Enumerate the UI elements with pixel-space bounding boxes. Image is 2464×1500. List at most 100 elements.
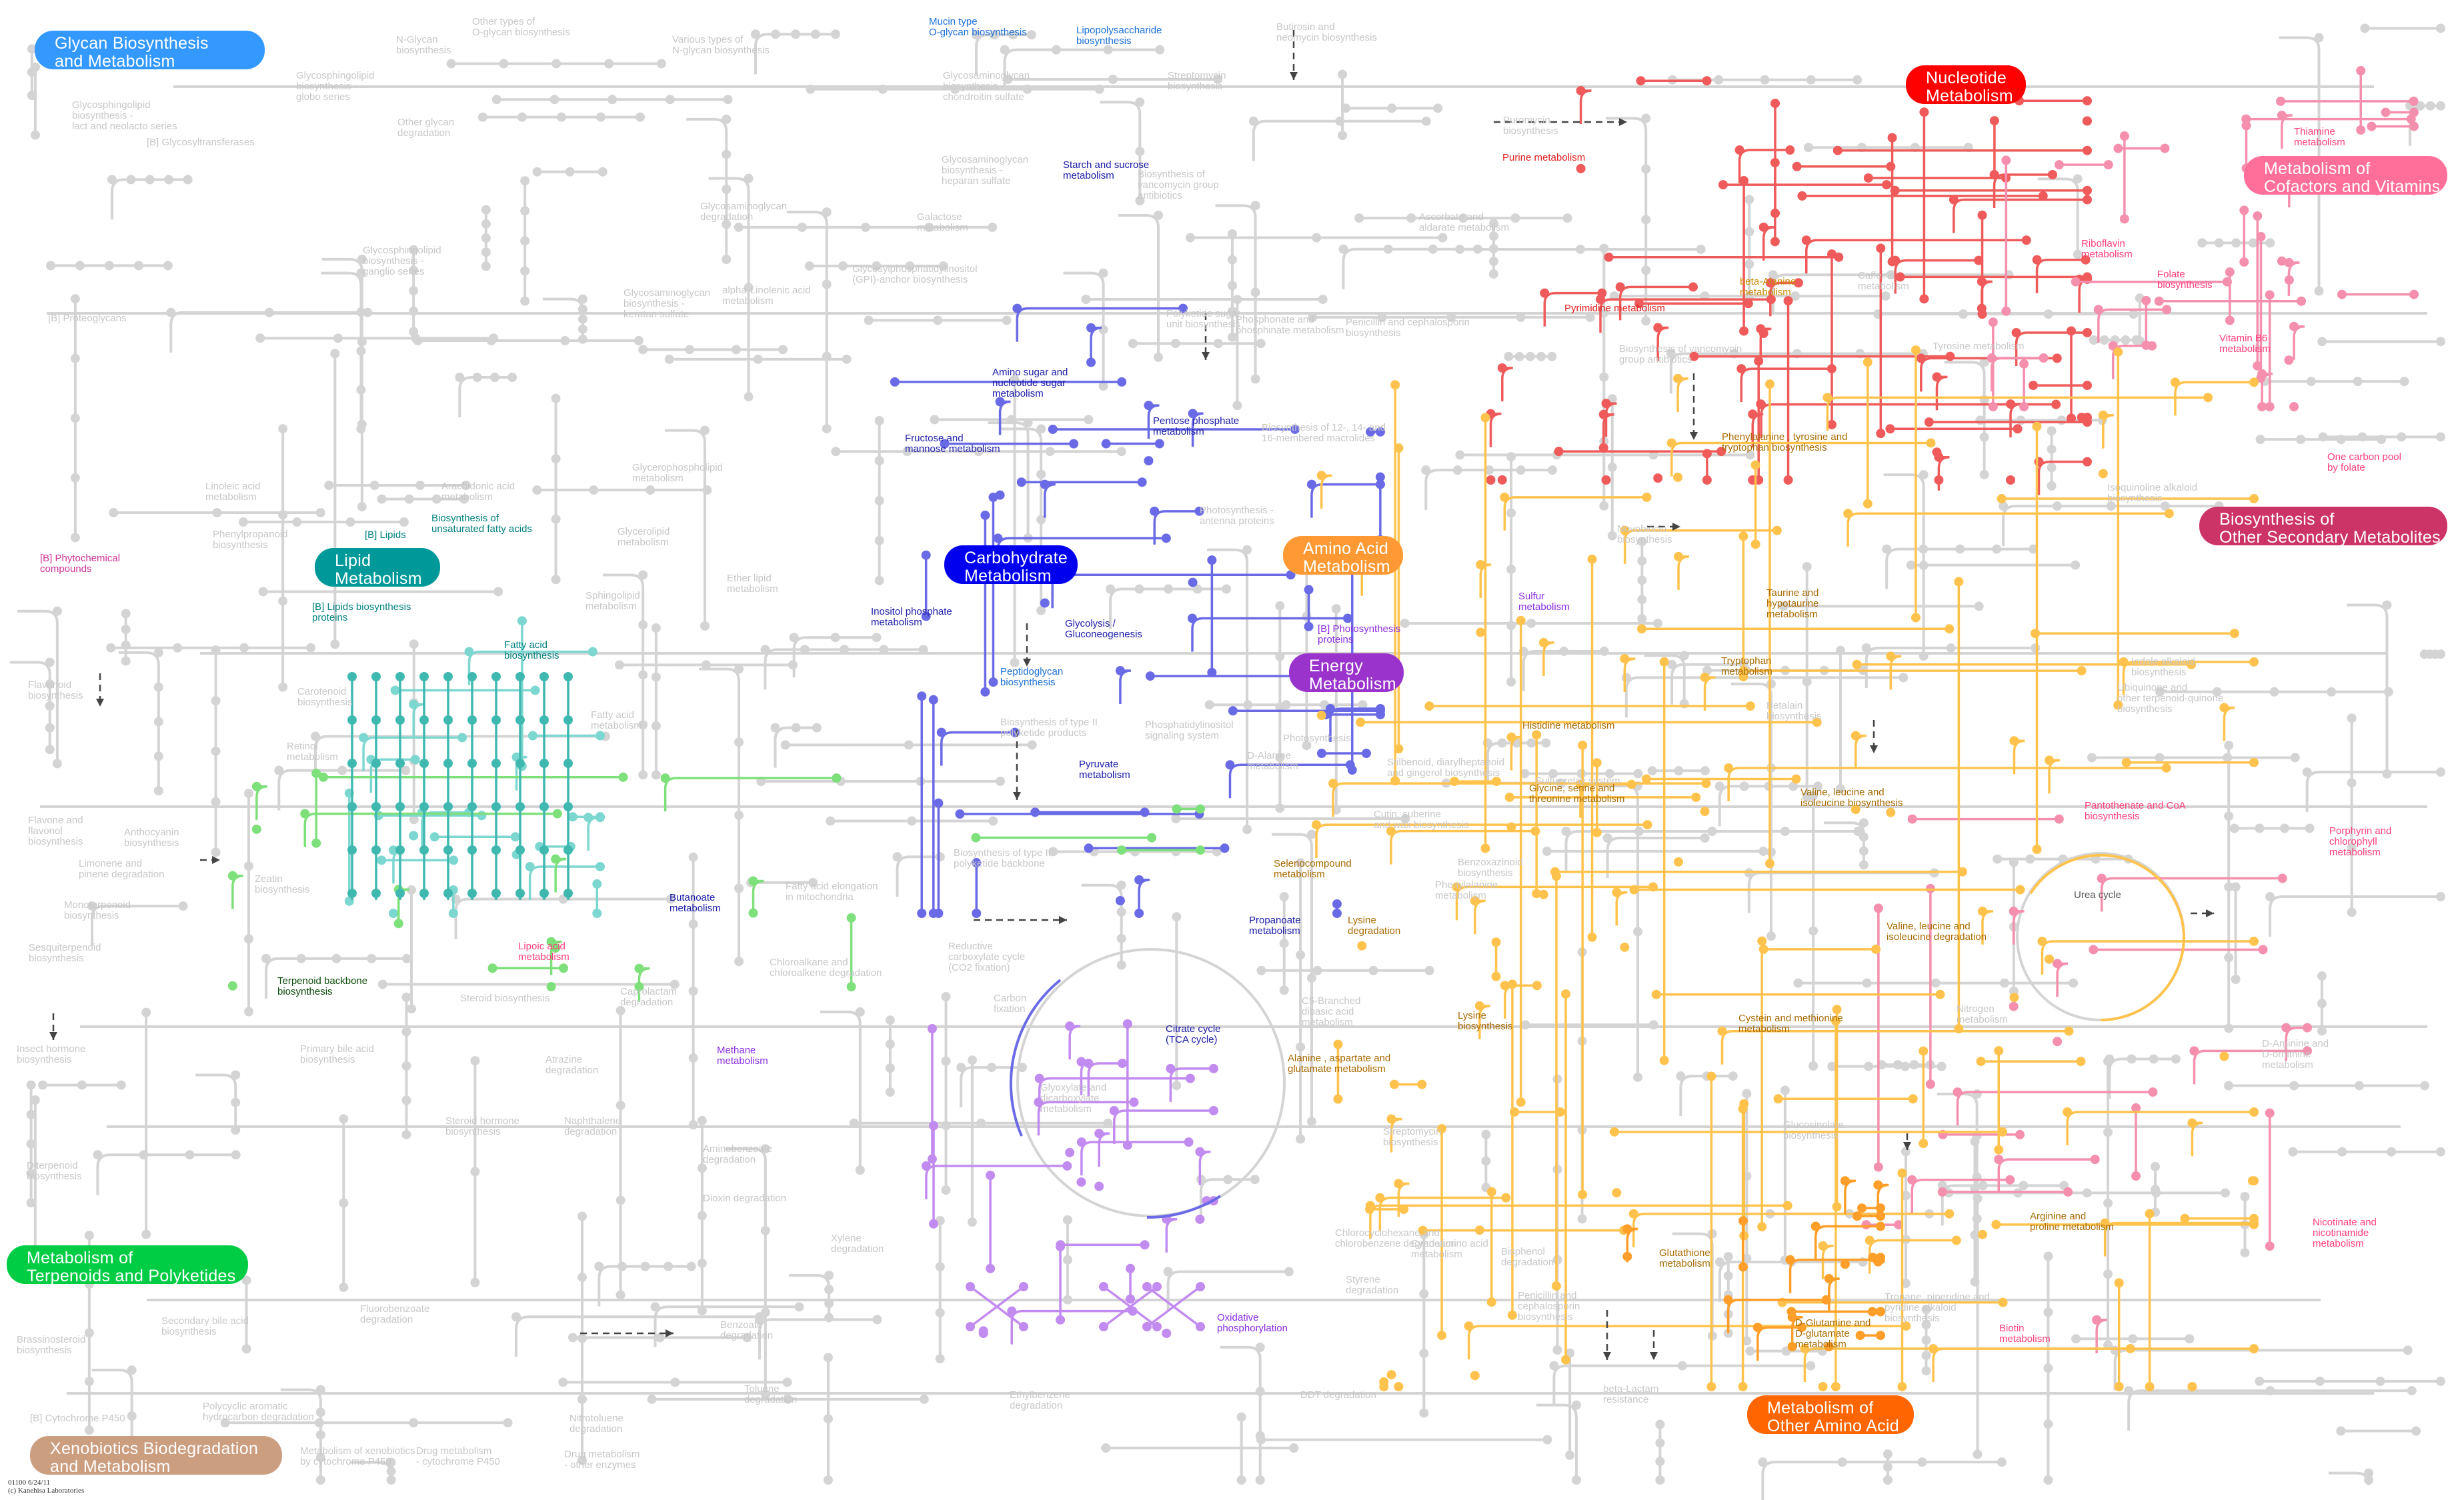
pathway-label-gray[interactable]: Biosynthesis of type II polyketide produ… [1000,717,1098,739]
pathway-label-gray[interactable]: Atrazine degradation [545,1054,599,1076]
pathway-label-gray[interactable]: Fluorobenzoate degradation [360,1303,430,1325]
pathway-label-gray[interactable]: Nitrotoluene degradation [569,1413,624,1435]
pathway-o-glycan[interactable]: Mucin type O-glycan biosynthesis [929,16,1027,38]
pathway-folate[interactable]: Folate biosynthesis [2157,269,2213,291]
pathway-lysine-deg[interactable]: Lysine degradation [1348,915,1401,937]
pathway-oxphos[interactable]: Oxidative phosphorylation [1217,1312,1288,1334]
category-cofactors-vitamins[interactable]: Metabolism of Cofactors and Vitamins [2244,156,2447,196]
category-secondary-metabolites[interactable]: Biosynthesis of Other Secondary Metaboli… [2199,507,2447,547]
pathway-thiamine[interactable]: Thiamine metabolism [2294,126,2345,148]
pathway-label-gray[interactable]: Glycosphingolipid biosynthesis - ganglio… [363,245,441,277]
category-energy[interactable]: Energy Metabolism [1289,653,1404,693]
pathway-amino-sugar[interactable]: Amino sugar and nucleotide sugar metabol… [992,367,1068,399]
pathway-inositol[interactable]: Inositol phosphate metabolism [871,606,952,628]
pathway-tryptophan[interactable]: Tryptophan metabolism [1721,655,1772,677]
pathway-biotin[interactable]: Biotin metabolism [1999,1323,2051,1345]
pathway-label-gray[interactable]: [B] Glycosyltransferases [147,137,255,148]
pathway-label-gray[interactable]: Glycosphingolipid biosynthesis - globo s… [296,70,375,103]
pathway-taurine[interactable]: Taurine and hypotaurine metabolism [1766,587,1819,620]
pathway-histidine[interactable]: Histidine metabolism [1522,720,1615,731]
pathway-label-gray[interactable]: Cyanoamino acid metabolism [1411,1238,1488,1260]
pathway-label-gray[interactable]: Glycerophospholipid metabolism [632,462,723,484]
pathway-urea[interactable]: Urea cycle [2074,889,2121,901]
pathway-label-gray[interactable]: Glycosaminoglycan biosynthesis - keratan… [624,287,711,320]
pathway-label-gray[interactable]: Biosynthesis of vancomycin group antibio… [1619,343,1742,365]
pathway-label-gray[interactable]: D-Alanine metabolism [1247,750,1298,772]
category-nucleotide[interactable]: Nucleotide Metabolism [1906,65,2026,105]
pathway-label-gray[interactable]: Betalain biosynthesis [1766,700,1822,722]
pathway-label-gray[interactable]: Streptomycin biosynthesis [1383,1126,1442,1148]
category-xenobiotics[interactable]: Xenobiotics Biodegradation and Metabolis… [30,1436,282,1476]
pathway-purine[interactable]: Purine metabolism [1502,152,1586,163]
pathway-label-gray[interactable]: Caffeine metabolism [1858,270,1909,292]
pathway-label-gray[interactable]: Insect hormone biosynthesis [17,1043,86,1065]
pathway-label-gray[interactable]: Flavonoid biosynthesis [28,679,83,701]
pathway-label-gray[interactable]: Ascorbate and aldarate metabolism [1419,211,1510,233]
pathway-label-gray[interactable]: C5-Branched dibasic acid metabolism [1302,995,1361,1028]
pathway-label-gray[interactable]: Nitrogen metabolism [1957,1003,2008,1025]
pathway-terpenoid-backbone[interactable]: Terpenoid backbone biosynthesis [277,975,368,997]
category-other-amino-acid[interactable]: Metabolism of Other Amino Acid [1747,1395,1914,1435]
pathway-glycine[interactable]: Glycine, serine and threonine metabolism [1529,783,1625,805]
pathway-label-gray[interactable]: Tyrosine metabolism [1933,341,2025,352]
pathway-label-gray[interactable]: Retinol metabolism [287,741,338,763]
pathway-fa-biosynthesis[interactable]: Fatty acid biosynthesis [504,639,559,661]
pathway-label-gray[interactable]: Ethylbenzene degradation [1010,1389,1070,1411]
pathway-porphyrin[interactable]: Porphyrin and chlorophyll metabolism [2329,825,2392,858]
pathway-label-gray[interactable]: alpha-Linolenic acid metabolism [722,285,811,307]
pathway-label-gray[interactable]: Steroid biosynthesis [460,993,550,1004]
pathway-label-gray[interactable]: Polyketide sugar unit biosynthesis [1166,308,1240,330]
pathway-butanoate[interactable]: Butanoate metabolism [670,892,721,914]
pathway-pantothenate[interactable]: Pantothenate and CoA biosynthesis [2085,800,2186,822]
pathway-label-gray[interactable]: Various types of N-glycan biosynthesis [672,34,770,56]
pathway-label-gray[interactable]: D-Arginine and D-ornithine metabolism [2262,1038,2329,1071]
pathway-label-gray[interactable]: Biosynthesis of vancomycin group antibio… [1138,169,1219,201]
category-lipid[interactable]: Lipid Metabolism [315,548,440,588]
pathway-label-gray[interactable]: Secondary bile acid biosynthesis [161,1315,249,1337]
pathway-beta-alanine[interactable]: beta-Alanine metabolism [1740,276,1796,298]
pathway-label-gray[interactable]: Naphthalene degradation [564,1115,622,1137]
category-terpenoids-polyketides[interactable]: Metabolism of Terpenoids and Polyketides [7,1245,248,1285]
pathway-label-gray[interactable]: Penicillin and cephalosporin biosynthesi… [1518,1290,1580,1323]
pathway-label-gray[interactable]: N-Glycan biosynthesis [396,34,451,56]
pathway-label-gray[interactable]: Xylene degradation [831,1233,884,1255]
pathway-lipids-proteins[interactable]: [B] Lipids biosynthesis proteins [312,601,411,623]
pathway-label-gray[interactable]: Drug metabolism - cytochrome P450 [416,1445,500,1467]
pathway-label-gray[interactable]: Primary bile acid biosynthesis [300,1043,374,1065]
pathway-label-gray[interactable]: Biosynthesis of type II polyketide backb… [954,847,1051,869]
pathway-label-gray[interactable]: Bisphenol degradation [1501,1246,1554,1268]
pathway-label-gray[interactable]: Isoquinoline alkaloid biosynthesis [2107,482,2198,504]
pathway-label-gray[interactable]: Dioxin degradation [703,1193,787,1204]
pathway-label-gray[interactable]: Polycyclic aromatic hydrocarbon degradat… [203,1401,314,1423]
pathway-valine-bio[interactable]: Valine, leucine and isoleucine biosynthe… [1800,787,1903,809]
pathway-label-gray[interactable]: Galactose metabolism [917,211,968,233]
pathway-label-gray[interactable]: Glycosphingolipid biosynthesis - lact an… [72,99,177,132]
pathway-glutathione[interactable]: Glutathione metabolism [1659,1247,1710,1269]
pathway-pyrimidine[interactable]: Pyrimidine metabolism [1564,303,1665,314]
pathway-label-gray[interactable]: Other types of O-glycan biosynthesis [472,16,570,38]
pathway-label-gray[interactable]: Zeatin biosynthesis [255,873,310,895]
pathway-label-gray[interactable]: Tropane, piperidine and pyridine alkaloi… [1885,1291,1990,1324]
pathway-phe-tyr-trp[interactable]: Phenylalanine , tyrosine and tryptophan … [1722,431,1848,453]
pathway-label-gray[interactable]: Sphingolipid metabolism [585,590,640,612]
pathway-selenocompound[interactable]: Selenocompound metabolism [1274,858,1352,880]
pathway-pentose[interactable]: Pentose phosphate metabolism [1153,415,1240,437]
pathway-label-gray[interactable]: beta-Lactam resistance [1603,1383,1659,1405]
pathway-label-gray[interactable]: Drug metabolism - other enzymes [564,1449,640,1471]
pathway-lipids-b[interactable]: [B] Lipids [365,529,406,541]
pathway-label-gray[interactable]: Anthocyanin biosynthesis [124,827,179,849]
pathway-label-gray[interactable]: [B] Cytochrome P450 [30,1413,125,1424]
pathway-riboflavin[interactable]: Riboflavin metabolism [2081,238,2133,260]
pathway-label-gray[interactable]: Chloroalkane and chloroalkene degradatio… [770,957,882,979]
pathway-label-gray[interactable]: Glycerolipid metabolism [618,526,670,548]
pathway-label-gray[interactable]: Photosynthesis [1283,733,1351,744]
pathway-label-gray[interactable]: Penicillin and cephalosporin biosynthesi… [1346,317,1470,339]
pathway-fructose[interactable]: Fructose and mannose metabolism [905,433,1000,455]
pathway-label-gray[interactable]: Metabolism of xenobiotics by cytochrome … [300,1445,415,1467]
pathway-label-gray[interactable]: Cutin, suberine and wax biosynthesis [1374,809,1469,831]
pathway-label-gray[interactable]: Novobiocin biosynthesis [1617,523,1672,545]
pathway-label-gray[interactable]: Monoterpenoid biosynthesis [64,899,131,921]
pathway-peptidoglycan[interactable]: Peptidoglycan biosynthesis [1000,666,1064,688]
pathway-label-gray[interactable]: Glycosylphosphatidylinositol (GPI)-ancho… [852,263,978,285]
pathway-lipoic[interactable]: Lipoic acid metabolism [518,941,569,963]
